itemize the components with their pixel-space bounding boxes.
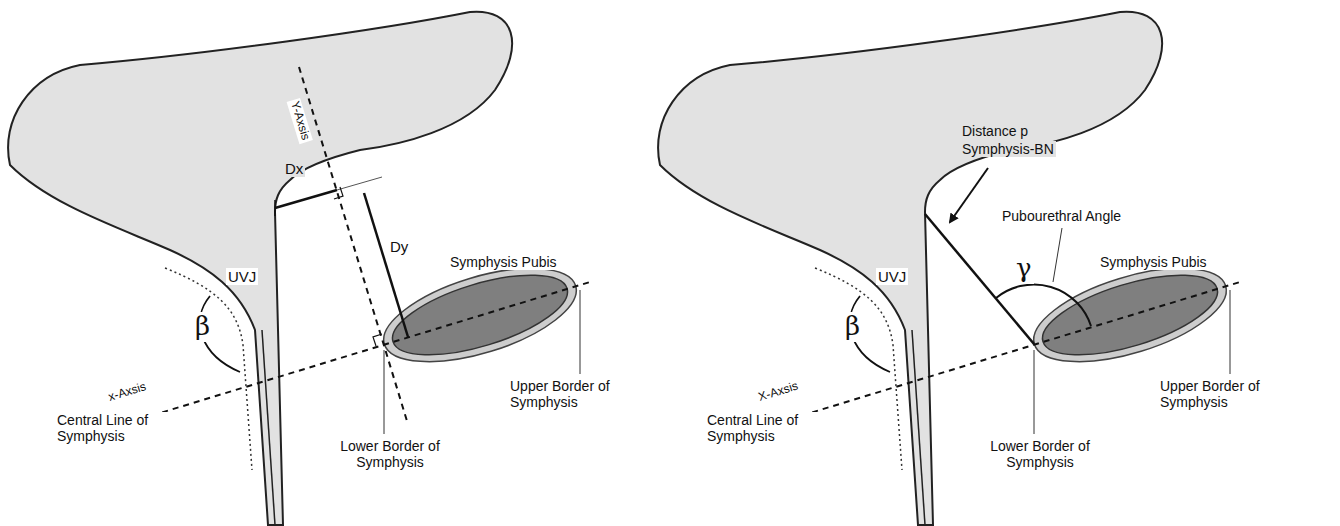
- structure-label: Upper Border of Symphysis: [1158, 378, 1272, 410]
- distance-label: Symphysis-BN: [960, 141, 1056, 157]
- structure-label: Symphysis Pubis: [448, 254, 559, 270]
- structure-label: UVJ: [876, 268, 908, 285]
- structure-label: Upper Border of Symphysis: [508, 378, 622, 410]
- angle-label: Pubourethral Angle: [1000, 208, 1123, 224]
- dimension-label: Dx: [283, 160, 305, 177]
- axis-label: X-Axsis: [755, 379, 802, 405]
- structure-label: Central Line of Symphysis: [55, 412, 209, 444]
- axis-label: x-Axsis: [105, 380, 150, 406]
- angle-symbol: β: [193, 312, 212, 342]
- structure-label: Central Line of Symphysis: [705, 412, 859, 444]
- angle-symbol: γ: [1014, 254, 1034, 284]
- structure-label: Symphysis Pubis: [1098, 254, 1209, 270]
- distance-label: Distance p: [960, 123, 1030, 139]
- structure-label: Lower Border of Symphysis: [318, 438, 462, 470]
- structure-label: Lower Border of Symphysis: [968, 438, 1112, 470]
- dimension-label: Dy: [388, 238, 410, 255]
- structure-label: UVJ: [226, 268, 258, 285]
- angle-symbol: β: [843, 312, 862, 342]
